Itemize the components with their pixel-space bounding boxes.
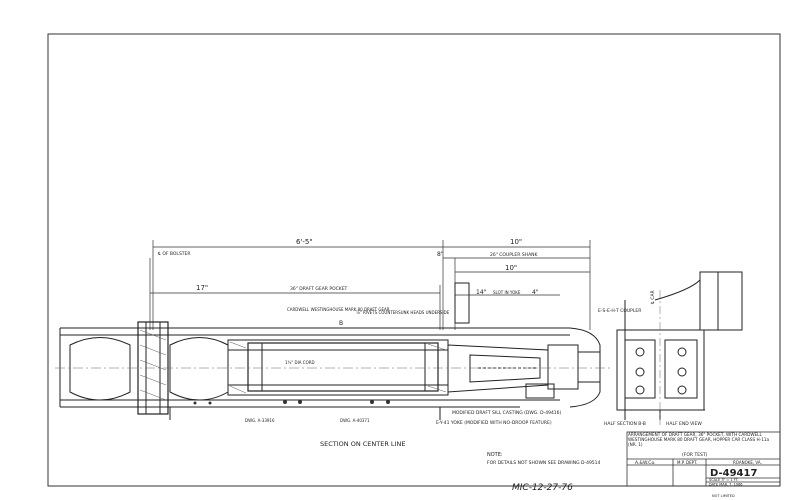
label-yoke: E-Y-41 YOKE (MODIFIED WITH NO-DROOP FEAT… [436,420,552,426]
label-dwg-1: DWG. A-33916 [245,418,275,423]
dimension-lines [149,240,591,330]
label-half-end: HALF END VIEW [666,421,702,427]
title-for-test: (FOR TEST) [682,452,708,458]
title-railroad: A.&W.Co. [635,460,656,466]
corner-note: NOT LIMITED [712,494,735,498]
title-city: ROANOKE, VA. [733,460,762,465]
dim-four: 4" [532,289,539,296]
label-draft-gear: CARDWELL WESTINGHOUSE MARK 80 DRAFT GEAR [287,307,390,312]
label-cord: 1¾" DIA CORD [285,360,315,365]
dim-pocket: 36" DRAFT GEAR POCKET [290,286,348,292]
draft-sill-section [59,282,601,420]
label-rivets: ⅞" RIVETS COUNTERSUNK HEADS UNDERSIDE [356,310,450,315]
title-description-box: ARRANGEMENT OF DRAFT GEAR, 36" POCKET, W… [628,432,770,447]
note-heading: NOTE: [487,452,503,458]
note-body: FOR DETAILS NOT SHOWN SEE DRAWING D-4951… [487,460,601,466]
dim-slot: SLOT IN YOKE [493,290,521,295]
dim-fourteen: 14" [476,289,487,296]
rivets [193,400,390,405]
label-bolster: ℄ OF BOLSTER [158,251,191,257]
dim-coupler-end: 10" [510,238,522,246]
label-half-section: HALF SECTION B-B [604,421,646,427]
title-date: DATE MAR. 7, 1966 [709,483,743,487]
dim-face: 10" [505,264,517,272]
label-casting: MODIFIED DRAFT SILL CASTING (DWG. D-4941… [452,410,562,416]
label-dwg-2: DWG. A-40371 [340,418,370,423]
section-title: SECTION ON CENTER LINE [320,440,405,448]
title-block [626,431,781,487]
title-dwg-no: D-49417 [710,468,757,479]
title-description: ARRANGEMENT OF DRAFT GEAR, 36" POCKET, W… [628,432,770,447]
label-coupler: E-S-E-H-T COUPLER [598,308,641,314]
handwritten-note: MIC-12-27-76 [512,483,573,493]
dim-eight: 8" [437,251,444,258]
title-dept: M.P. DEPT. [677,460,697,465]
dim-seventeen: 17" [196,284,208,292]
title-scale: SCALE 3" = 1 FT. [709,478,739,482]
section-mark-b: B [339,320,343,327]
label-car-center: ℄ CAR [650,290,656,304]
end-view [616,271,743,420]
section-hatching [139,329,447,401]
dim-overall: 6'-5" [296,238,313,246]
dim-coupler-shank: 26" COUPLER SHANK [490,252,539,258]
sheet-border [47,33,781,487]
